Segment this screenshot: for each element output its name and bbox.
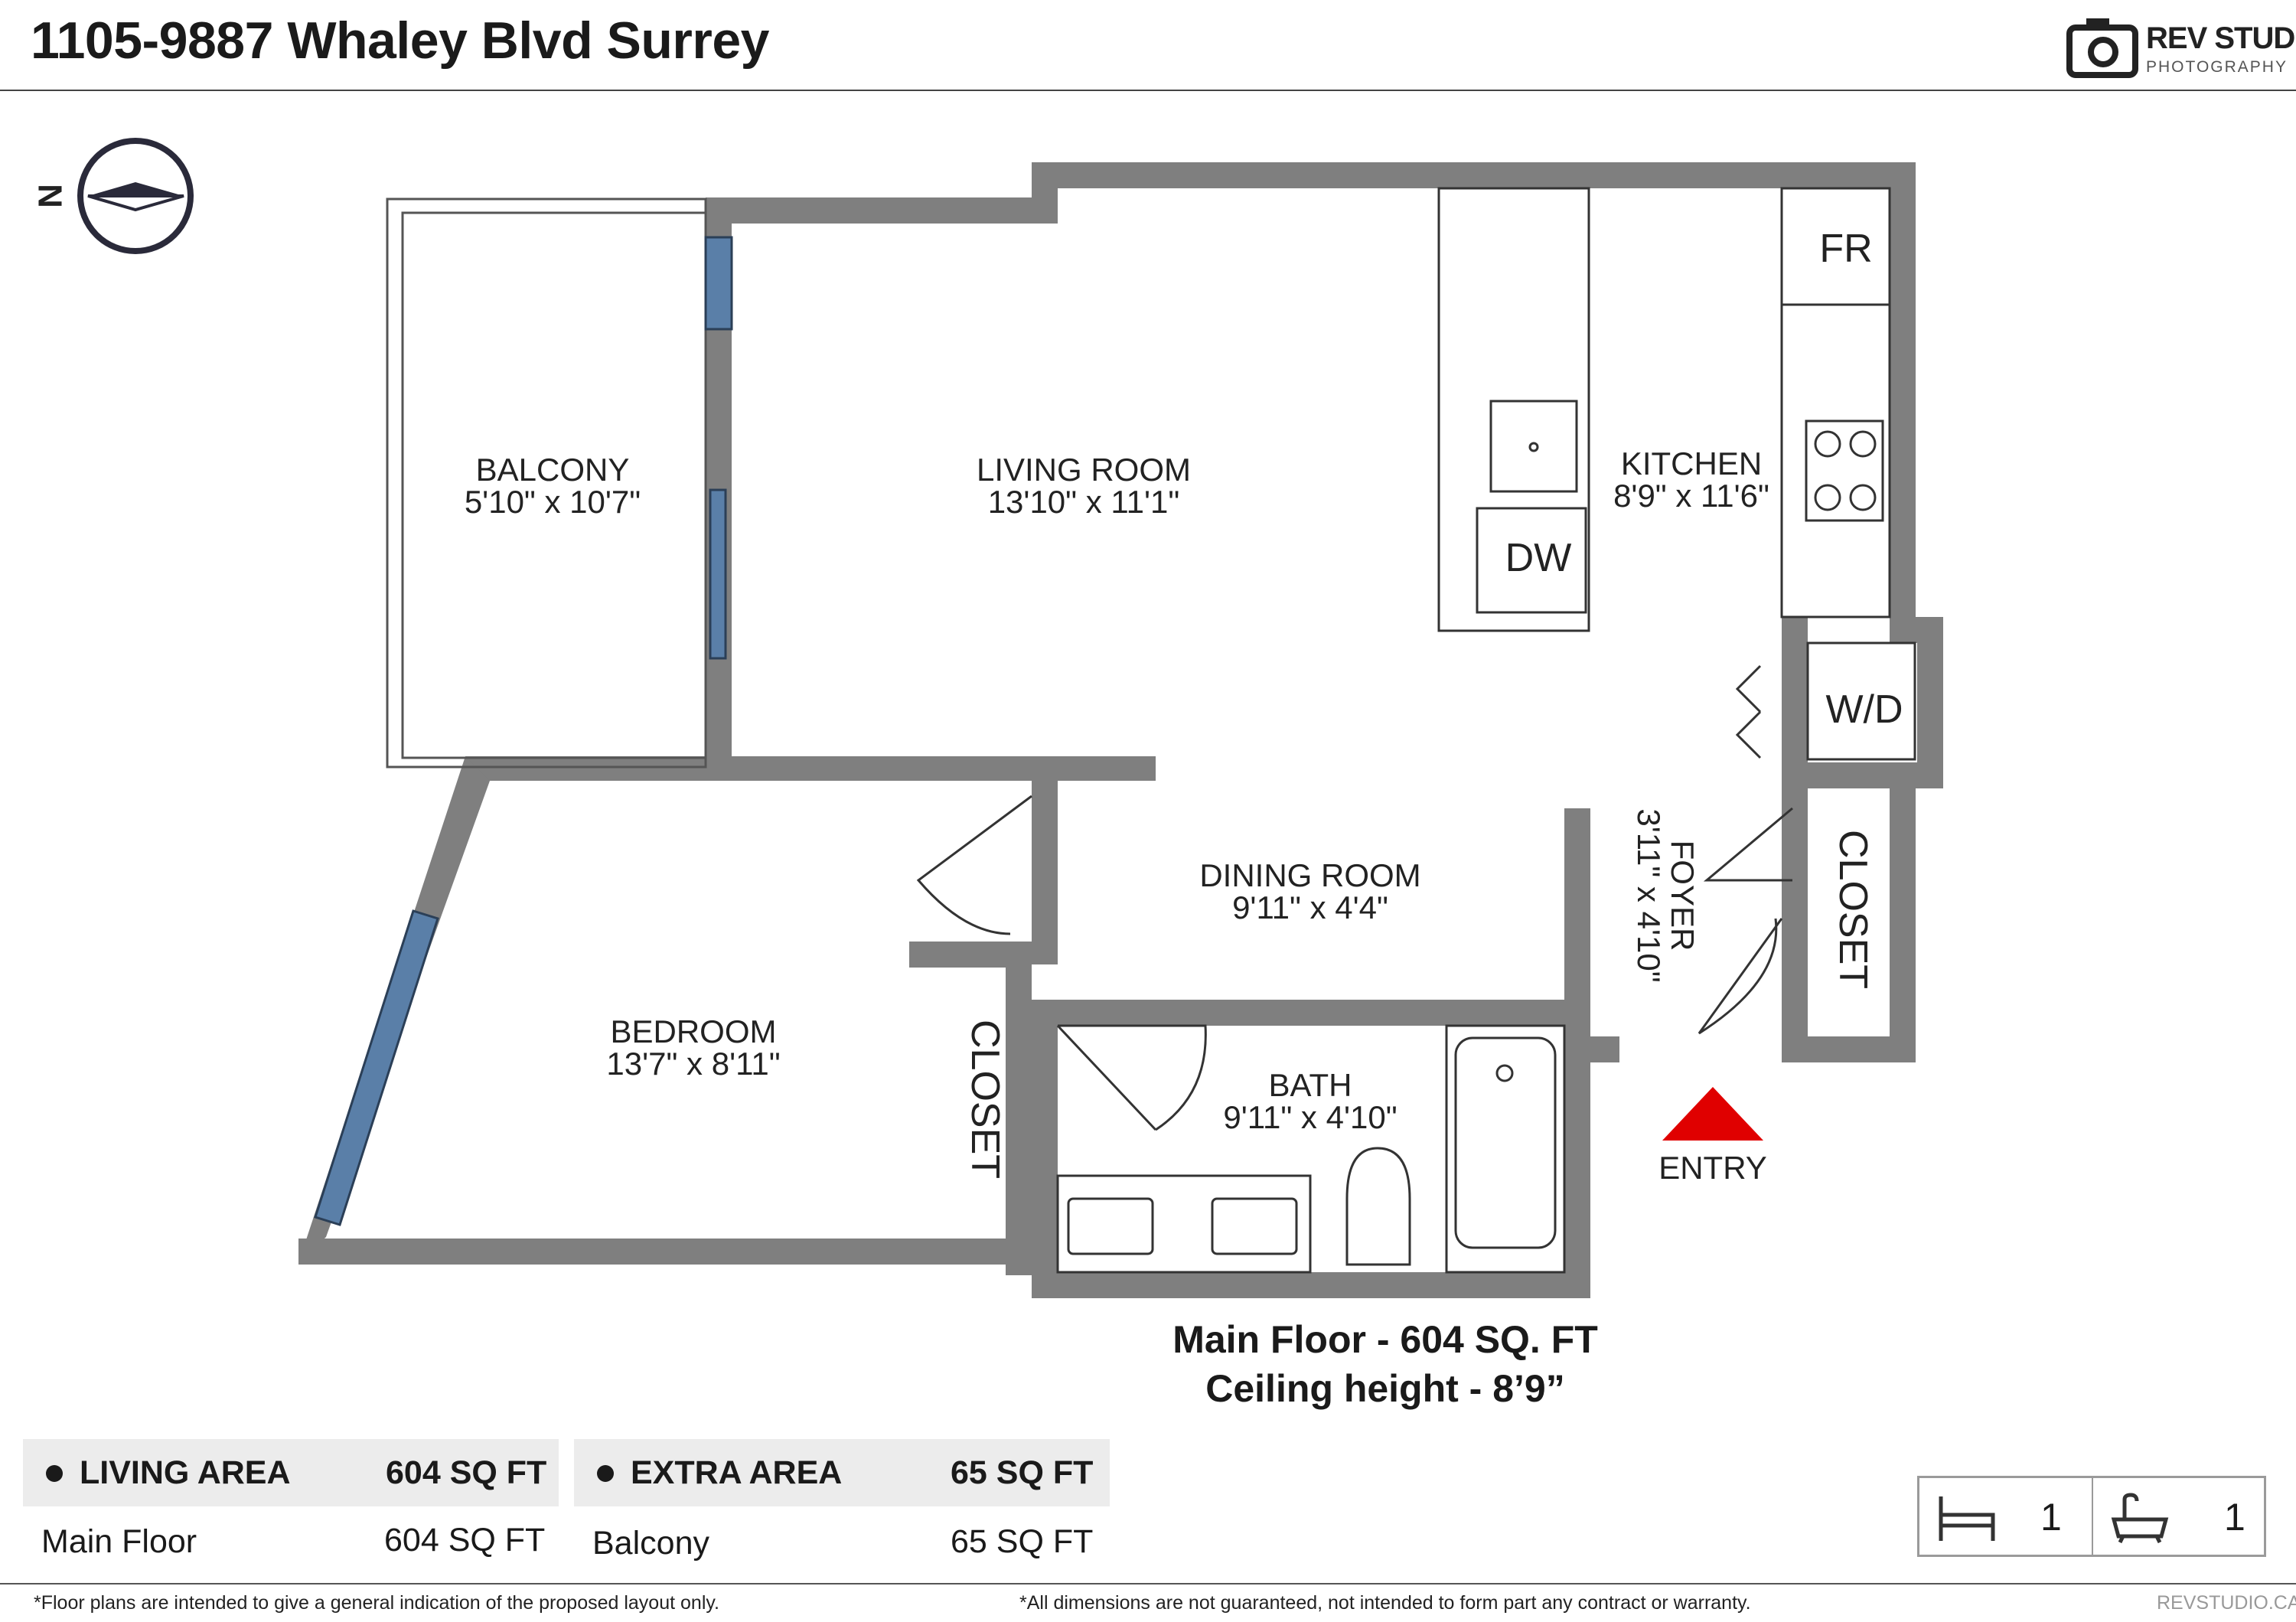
entry-label: ENTRY bbox=[1658, 1150, 1767, 1186]
room-name: LIVING ROOM bbox=[977, 452, 1191, 488]
living-row-name: Main Floor bbox=[41, 1523, 197, 1560]
bullet-icon bbox=[597, 1465, 614, 1482]
bath-fixtures bbox=[1056, 1024, 1566, 1274]
room-dims: 8'9" x 11'6" bbox=[1613, 478, 1769, 514]
balcony-outline bbox=[386, 197, 707, 769]
dishwasher-label: DW bbox=[1505, 536, 1572, 580]
logo-text: REV STUDIO bbox=[2146, 21, 2296, 55]
bullet-icon bbox=[46, 1465, 63, 1482]
room-name: DINING ROOM bbox=[1199, 857, 1420, 893]
fixture-labels: FR DW W/D CLOSET CLOSET bbox=[963, 227, 1903, 1179]
bathroom-count: 1 bbox=[2224, 1496, 2245, 1539]
extra-area-total: 65 SQ FT bbox=[951, 1454, 1094, 1491]
bedroom-count: 1 bbox=[2040, 1496, 2062, 1539]
rev-studio-logo: REV STUDIO PHOTOGRAPHY bbox=[2066, 15, 2296, 80]
camera-icon bbox=[2066, 18, 2138, 78]
room-dims: 5'10" x 10'7" bbox=[465, 484, 641, 520]
windows bbox=[314, 236, 733, 1226]
room-labels: BALCONY 5'10" x 10'7" LIVING ROOM 13'10"… bbox=[465, 445, 1769, 1135]
room-name: BATH bbox=[1269, 1067, 1352, 1103]
floor-summary: Main Floor - 604 SQ. FT Ceiling height -… bbox=[1094, 1315, 1676, 1413]
header-divider bbox=[0, 90, 2296, 91]
logo-subtext: PHOTOGRAPHY bbox=[2146, 58, 2288, 76]
washer-dryer-label: W/D bbox=[1825, 687, 1903, 732]
footer-website: REVSTUDIO.CA bbox=[2157, 1592, 2296, 1614]
north-label: N bbox=[32, 184, 70, 208]
extra-row-value: 65 SQ FT bbox=[951, 1523, 1094, 1560]
living-area-total: 604 SQ FT bbox=[386, 1454, 547, 1491]
living-area-header: LIVING AREA 604 SQ FT bbox=[23, 1439, 559, 1506]
bed-icon bbox=[1939, 1496, 1995, 1541]
floor-area: Main Floor - 604 SQ. FT bbox=[1172, 1318, 1598, 1361]
living-area-label: LIVING AREA bbox=[80, 1454, 291, 1491]
kitchen-fixtures bbox=[1437, 187, 1916, 761]
room-dims: 13'7" x 8'11" bbox=[606, 1046, 780, 1082]
room-name: KITCHEN bbox=[1621, 445, 1762, 481]
footer-disclaimer-dimensions: *All dimensions are not guaranteed, not … bbox=[1019, 1592, 1751, 1614]
footer-disclaimer-layout: *Floor plans are intended to give a gene… bbox=[34, 1592, 719, 1614]
bedroom-closet-label: CLOSET bbox=[963, 1020, 1007, 1179]
room-dims: 9'11" x 4'4" bbox=[1232, 889, 1388, 925]
footer-divider bbox=[0, 1583, 2296, 1584]
bathtub-icon bbox=[2111, 1493, 2169, 1544]
room-dims: 3'11" x 4'10" bbox=[1631, 808, 1667, 982]
page-title: 1105-9887 Whaley Blvd Surrey bbox=[31, 11, 770, 70]
room-dims: 9'11" x 4'10" bbox=[1223, 1099, 1397, 1135]
extra-area-label: EXTRA AREA bbox=[631, 1454, 843, 1491]
room-name: BEDROOM bbox=[610, 1013, 776, 1049]
room-counts: 1 1 bbox=[1917, 1476, 2266, 1557]
ceiling-height: Ceiling height - 8’9” bbox=[1205, 1367, 1565, 1410]
room-name: FOYER bbox=[1665, 840, 1701, 951]
foyer-closet-label: CLOSET bbox=[1831, 830, 1875, 989]
extra-area-header: EXTRA AREA 65 SQ FT bbox=[574, 1439, 1110, 1506]
extra-row-name: Balcony bbox=[592, 1525, 709, 1562]
stove-icon bbox=[1805, 419, 1884, 522]
door-swings bbox=[916, 664, 1793, 1035]
entry-arrow-icon bbox=[1662, 1087, 1763, 1141]
room-dims: 13'10" x 11'1" bbox=[988, 484, 1180, 520]
counts-divider bbox=[2092, 1478, 2093, 1555]
fridge-label: FR bbox=[1819, 227, 1872, 271]
room-name: BALCONY bbox=[476, 452, 630, 488]
living-row-value: 604 SQ FT bbox=[384, 1522, 546, 1558]
compass: N bbox=[32, 138, 194, 254]
